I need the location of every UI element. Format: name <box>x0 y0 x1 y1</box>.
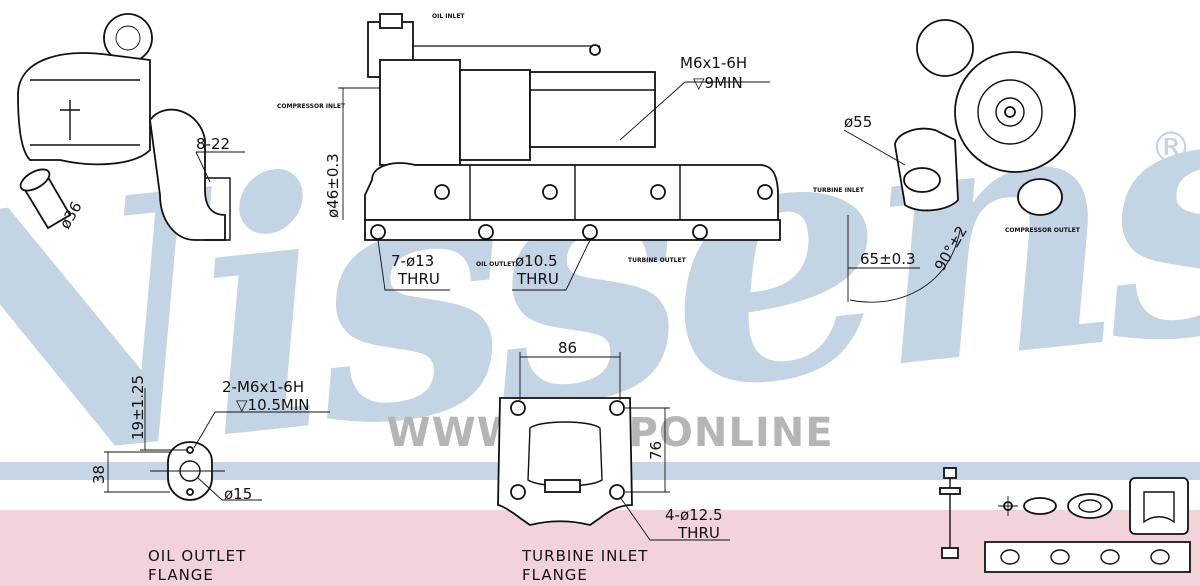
turbine-inlet-flange: 86 76 4-ø12.5 THRU TURBINE INLET FLANGE <box>497 339 730 584</box>
turbine-flange-opening <box>527 421 603 487</box>
turbine-flange-hole <box>510 484 526 500</box>
oil-thread-depth: ▽10.5MIN <box>236 396 310 414</box>
turbine-flange-plate <box>497 397 633 526</box>
leader-turbine-holes <box>619 496 730 541</box>
accessory-kit <box>939 467 1191 573</box>
bolt-hole <box>582 224 598 240</box>
turbine-holes-count: 4-ø12.5 <box>665 506 723 524</box>
dim-oil-height: 38 <box>90 465 108 484</box>
label-turbine-inlet: TURBINE INLET <box>813 187 865 194</box>
left-inlet-opening <box>19 168 51 192</box>
right-compressor-wheel-inner <box>995 97 1025 127</box>
turbine-flange-title-1: TURBINE INLET <box>521 547 648 565</box>
holes-left-count: 7-ø13 <box>391 252 434 270</box>
kit-oil-pipe-fitting-bottom <box>941 547 959 559</box>
thread-spec: M6x1-6H <box>680 54 747 72</box>
kit-oil-pipe-fitting-top <box>943 467 957 479</box>
kit-gasket-port <box>1100 549 1120 565</box>
dim-leader-flange <box>195 151 211 183</box>
leader-oil-thread <box>193 411 216 449</box>
holes-right-size: ø10.5 <box>515 252 558 270</box>
turbine-flange-tab <box>544 479 581 493</box>
kit-gasket-manifold-ports <box>1000 549 1170 565</box>
manifold-bottom-flange <box>364 219 781 241</box>
dim-flange: 8-22 <box>196 135 230 153</box>
right-compressor-inlet-cap <box>916 19 974 77</box>
leader-holes-right <box>512 239 591 291</box>
manifold-runners <box>364 162 779 221</box>
watermark-registered-mark: ® <box>1150 123 1192 172</box>
leader-oil-bore <box>197 477 223 501</box>
thread-depth: ▽9MIN <box>693 74 743 92</box>
bolt-hole <box>757 184 773 200</box>
leader-holes-left <box>377 239 450 291</box>
bolt-hole <box>370 224 386 240</box>
dim-offset: 65±0.3 <box>860 250 916 268</box>
bolt-hole <box>650 184 666 200</box>
turbine-flange-hole <box>609 484 625 500</box>
bolt-hole <box>542 184 558 200</box>
kit-gasket-oval-medium-hole <box>1078 499 1102 513</box>
right-turbine-flange-port <box>903 167 941 193</box>
center-core <box>459 69 531 161</box>
kit-gasket-square-opening <box>1143 491 1175 524</box>
compressor-housing-main <box>379 59 461 166</box>
turbo-right-view: TURBINE INLET COMPRESSOR OUTLET ø55 65±0… <box>813 19 1081 303</box>
turbine-housing-block <box>529 71 656 148</box>
manifold-runner-dividers <box>469 165 681 220</box>
turbine-holes-thru: THRU <box>677 524 720 542</box>
holes-left-thru: THRU <box>397 270 440 288</box>
kit-oil-pipe-fitting-mid <box>939 487 961 495</box>
left-turbo-housing-detail <box>30 79 140 146</box>
turbine-flange-hole <box>510 400 526 416</box>
oil-flange-title-1: OIL OUTLET <box>148 547 246 565</box>
right-compressor-hub <box>1004 106 1016 118</box>
manifold-view: OIL INLET COMPRESSOR INLET OIL OUTLET TU… <box>277 13 781 291</box>
kit-gasket-oval-medium <box>1067 493 1113 519</box>
manifold-bolt-holes <box>370 184 773 240</box>
label-turbine-outlet: TURBINE OUTLET <box>628 257 687 264</box>
oil-thread-spec: 2-M6x1-6H <box>222 378 304 396</box>
turbo-left-view: 8-22 ø36 <box>17 13 245 241</box>
label-compressor-outlet: COMPRESSOR OUTLET <box>1005 227 1081 234</box>
label-compressor-inlet: COMPRESSOR INLET <box>277 103 346 110</box>
dim-turbine-height: 76 <box>647 441 665 460</box>
label-oil-inlet: OIL INLET <box>432 13 465 20</box>
bolt-hole <box>478 224 494 240</box>
dim-turbine-width: 86 <box>558 339 577 357</box>
right-compressor-outlet <box>1017 178 1063 216</box>
kit-gasket-manifold <box>984 541 1191 573</box>
right-compressor-wheel-outer <box>977 79 1043 145</box>
dim-diameter: ø55 <box>844 113 872 131</box>
left-turbo-housing <box>17 52 151 166</box>
holes-right-thru: THRU <box>516 270 559 288</box>
leader-thread <box>619 81 686 141</box>
kit-gasket-port <box>1050 549 1070 565</box>
actuator-pivot <box>589 44 601 56</box>
kit-gasket-square <box>1129 477 1189 535</box>
left-exhaust-flange <box>205 177 231 241</box>
left-exhaust-pipe <box>149 108 226 241</box>
turbine-flange-title-2: FLANGE <box>522 566 588 584</box>
kit-washer <box>998 496 1018 516</box>
kit-gasket-port <box>1000 549 1020 565</box>
label-oil-outlet: OIL OUTLET <box>476 261 516 268</box>
leader-diameter <box>843 129 906 166</box>
oil-flange-title-2: FLANGE <box>148 566 214 584</box>
bolt-hole <box>692 224 708 240</box>
dim-oil-top: 19±1.25 <box>129 375 147 440</box>
turbine-flange-hole <box>609 400 625 416</box>
dim-arc-angle <box>849 229 961 303</box>
bolt-hole <box>434 184 450 200</box>
oil-flange-hole-bottom <box>186 488 194 496</box>
kit-gasket-port <box>1150 549 1170 565</box>
actuator-can <box>379 13 403 29</box>
oil-bore: ø15 <box>224 485 252 503</box>
left-compressor-cap-inner <box>115 25 141 51</box>
dim-height: ø46±0.3 <box>324 153 342 218</box>
oil-outlet-flange: 19±1.25 38 2-M6x1-6H ▽10.5MIN ø15 OIL OU… <box>90 375 330 584</box>
kit-gasket-oval-small <box>1023 497 1057 515</box>
